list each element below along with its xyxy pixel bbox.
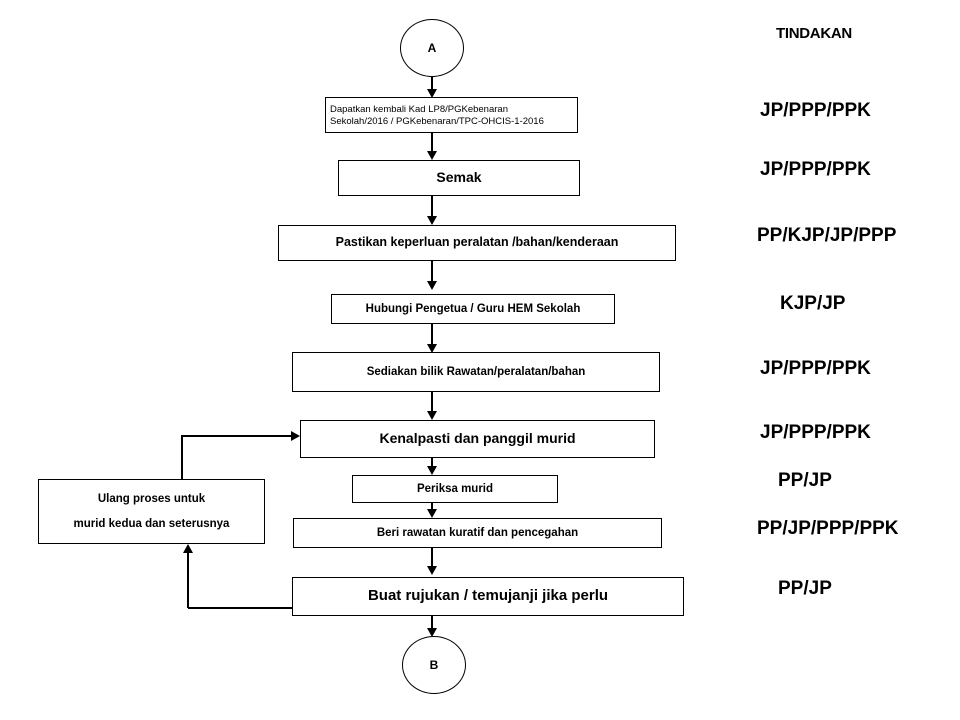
connector-loop-to-step6 bbox=[181, 435, 291, 437]
process-beri-rawatan-kuratif[interactable]: Beri rawatan kuratif dan pencegahan bbox=[293, 518, 662, 548]
arrowhead-up-loop bbox=[183, 544, 193, 553]
arrowhead-down-step4 bbox=[427, 281, 437, 290]
process-line-2: Sekolah/2016 / PGKebenaran/TPC-OHCIS-1-2… bbox=[330, 115, 544, 127]
arrowhead-down-step1 bbox=[427, 89, 437, 98]
connector-step8-to-step9 bbox=[431, 548, 433, 568]
action-step2: JP/PPP/PPK bbox=[760, 159, 871, 180]
arrowhead-right-step6 bbox=[291, 431, 300, 441]
action-step9: PP/JP bbox=[778, 578, 832, 599]
process-dapatkan-kad-lp8[interactable]: Dapatkan kembali Kad LP8/PGKebenaran Sek… bbox=[325, 97, 578, 133]
process-line-1: Dapatkan kembali Kad LP8/PGKebenaran bbox=[330, 104, 508, 115]
arrowhead-down-step7 bbox=[427, 466, 437, 475]
connector-step5-to-step6 bbox=[431, 392, 433, 414]
connector-step2-to-step3 bbox=[431, 196, 433, 218]
process-sediakan-bilik-rawatan[interactable]: Sediakan bilik Rawatan/peralatan/bahan bbox=[292, 352, 660, 392]
process-semak[interactable]: Semak bbox=[338, 160, 580, 196]
connector-loop-riser-return bbox=[187, 553, 189, 608]
action-step4: KJP/JP bbox=[780, 293, 846, 314]
action-step3: PP/KJP/JP/PPP bbox=[757, 225, 897, 246]
loop-line-2: murid kedua dan seterusnya bbox=[73, 518, 230, 531]
terminator-start-a[interactable]: A bbox=[400, 19, 464, 77]
loop-line-1: Ulang proses untuk bbox=[97, 492, 206, 505]
connector-step7-to-step8 bbox=[431, 503, 433, 512]
process-kenalpasti-panggil-murid[interactable]: Kenalpasti dan panggil murid bbox=[300, 420, 655, 458]
connector-start-to-step1 bbox=[431, 77, 433, 91]
connector-step1-to-step2 bbox=[431, 133, 433, 153]
action-step8: PP/JP/PPP/PPK bbox=[757, 518, 899, 539]
arrowhead-down-end bbox=[427, 628, 437, 637]
connector-step6-to-step7 bbox=[431, 458, 433, 468]
process-buat-rujukan-temujanji[interactable]: Buat rujukan / temujanji jika perlu bbox=[292, 577, 684, 616]
process-pastikan-keperluan[interactable]: Pastikan keperluan peralatan /bahan/kend… bbox=[278, 225, 676, 261]
arrowhead-down-step2 bbox=[427, 151, 437, 160]
connector-step9-to-loop bbox=[188, 607, 293, 609]
action-step5: JP/PPP/PPK bbox=[760, 358, 871, 379]
arrowhead-down-step6 bbox=[427, 411, 437, 420]
terminator-end-b[interactable]: B bbox=[402, 636, 466, 694]
connector-loop-riser-up bbox=[181, 435, 183, 480]
arrowhead-down-step8 bbox=[427, 509, 437, 518]
arrowhead-down-step5 bbox=[427, 344, 437, 353]
action-step7: PP/JP bbox=[778, 470, 832, 491]
connector-step3-to-step4 bbox=[431, 261, 433, 283]
action-step1: JP/PPP/PPK bbox=[760, 100, 871, 121]
process-periksa-murid[interactable]: Periksa murid bbox=[352, 475, 558, 503]
process-hubungi-pengetua[interactable]: Hubungi Pengetua / Guru HEM Sekolah bbox=[331, 294, 615, 324]
process-ulang-proses[interactable]: Ulang proses untuk murid kedua dan seter… bbox=[38, 479, 265, 544]
action-step6: JP/PPP/PPK bbox=[760, 422, 871, 443]
arrowhead-down-step9 bbox=[427, 566, 437, 575]
column-header-tindakan: TINDAKAN bbox=[776, 25, 852, 42]
connector-step4-to-step5 bbox=[431, 324, 433, 346]
arrowhead-down-step3 bbox=[427, 216, 437, 225]
connector-step9-to-end bbox=[431, 616, 433, 634]
